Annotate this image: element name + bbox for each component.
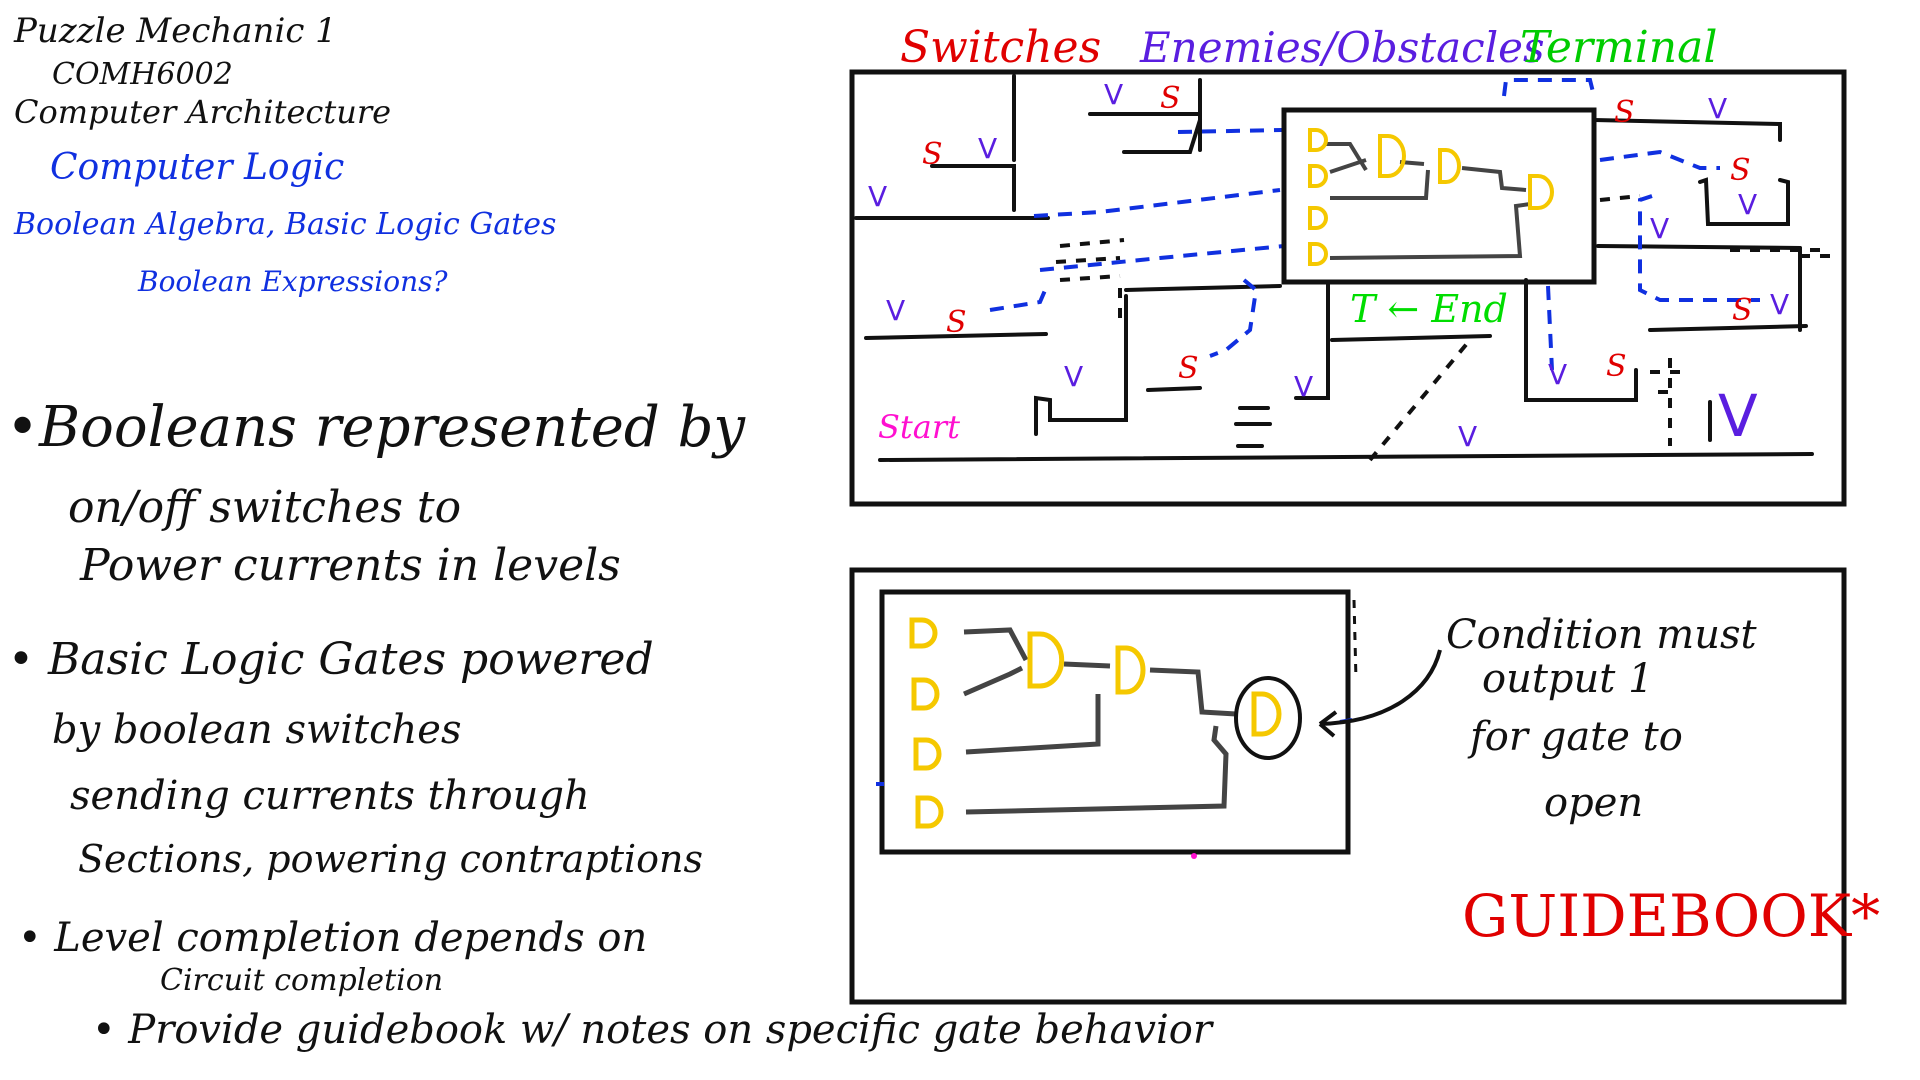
callout-arrow (1319, 649, 1442, 726)
callout-line-2: output 1 (1482, 656, 1654, 702)
switch-marker[interactable]: S (1732, 293, 1753, 328)
note-bullet-2-line-4: Sections, powering contraptions (78, 837, 703, 881)
note-bullet-2-line-1: • Basic Logic Gates powered (8, 634, 654, 685)
enemy-marker: V (1064, 360, 1083, 393)
note-bullet-2-line-3: sending currents through (70, 773, 590, 819)
switch-marker[interactable]: S (946, 305, 967, 340)
start-label: Start (878, 408, 960, 446)
enemy-marker: V (868, 180, 887, 213)
switch-markers: S S S S S S S S (922, 81, 1753, 386)
guidebook-label: GUIDEBOOK* (1462, 882, 1880, 950)
detail-wires (963, 627, 1237, 815)
note-bullet-3-line-1: • Level completion depends on (18, 915, 648, 961)
topic-computer-logic: Computer Logic (50, 147, 345, 188)
enemy-marker: V (1104, 78, 1123, 111)
legend-enemies-obstacles: Enemies/Obstacles (1139, 23, 1545, 72)
legend-switches: Switches (900, 22, 1101, 73)
enemy-marker: V (1770, 288, 1789, 321)
enemy-marker: V (1738, 188, 1757, 221)
enemy-marker: V (1548, 358, 1567, 391)
switch-marker[interactable]: S (922, 137, 943, 172)
enemy-marker-large: V (1718, 382, 1758, 450)
level-circuit-box (1281, 107, 1597, 285)
note-bullet-2-line-2: by boolean switches (52, 707, 462, 753)
switch-marker[interactable]: S (1160, 81, 1181, 116)
topic-boolean-expressions: Boolean Expressions? (138, 265, 448, 298)
enemy-markers: V V V V V V V V V V V V V (868, 78, 1789, 453)
course-code: COMH6002 (52, 57, 233, 92)
note-bullet-1-line-2: on/off switches to (68, 482, 462, 533)
callout-line-4: open (1544, 780, 1643, 826)
level-current-paths (989, 78, 1760, 371)
enemy-marker: V (978, 132, 997, 165)
level-dashed-obstacles (1055, 194, 1832, 462)
enemy-marker: V (886, 294, 905, 327)
note-bullet-3-line-2: Circuit completion (160, 963, 444, 998)
note-bullet-4: • Provide guidebook w/ notes on specific… (92, 1007, 1212, 1053)
enemy-marker: V (1708, 92, 1727, 125)
switch-marker[interactable]: S (1614, 95, 1635, 130)
callout-text: Condition must output 1 for gate to open (1446, 612, 1757, 826)
level-walls (854, 74, 1814, 462)
callout-line-3: for gate to (1467, 714, 1683, 760)
switch-marker[interactable]: S (1730, 153, 1751, 188)
gate-detail-panel: Condition must output 1 for gate to open… (849, 567, 1880, 1005)
course-name: Computer Architecture (14, 93, 392, 131)
legend-terminal: Terminal (1520, 22, 1717, 73)
detail-gates (909, 617, 1282, 829)
terminal-end-label: T ← End (1350, 287, 1508, 331)
level-map-panel: S S S S S S S S V V V V V V V V V V V V … (849, 69, 1847, 507)
title-puzzle-mechanic: Puzzle Mechanic 1 (14, 11, 337, 51)
note-bullet-1-line-3: Power currents in levels (80, 540, 621, 591)
enemy-marker: V (1458, 420, 1477, 453)
enemy-marker: V (1650, 212, 1669, 245)
switch-marker[interactable]: S (1606, 349, 1627, 384)
enemy-marker: V (1294, 370, 1313, 403)
note-bullet-1-line-1: •Booleans represented by (6, 395, 746, 460)
callout-line-1: Condition must (1446, 612, 1757, 658)
topic-boolean-algebra: Boolean Algebra, Basic Logic Gates (14, 207, 557, 242)
output-gate-highlight-circle (1234, 676, 1302, 760)
switch-marker[interactable]: S (1178, 351, 1199, 386)
